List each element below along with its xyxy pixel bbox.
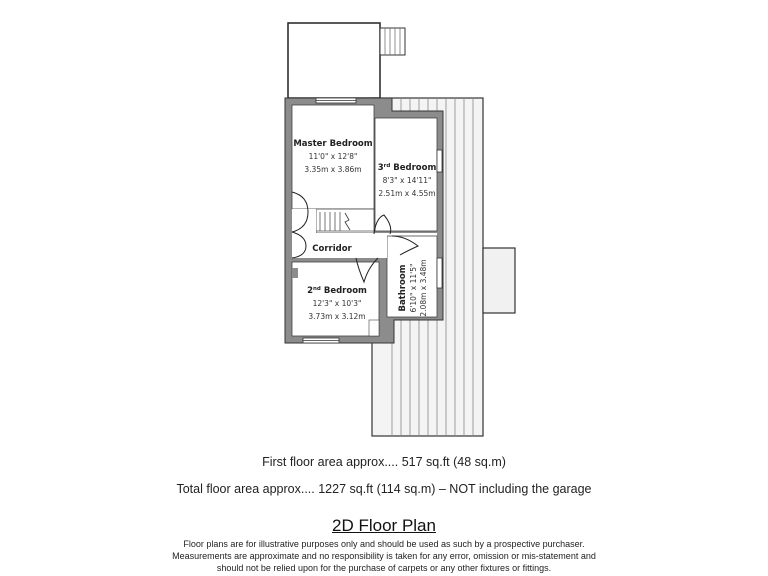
svg-text:6'10" x 11'5": 6'10" x 11'5" [409,264,418,313]
doors [291,191,419,284]
svg-text:Master Bedroom: Master Bedroom [293,139,372,149]
windows [302,97,443,344]
plan-title: 2D Floor Plan [332,516,436,535]
room-label-bathroom: Bathroom 6'10" x 11'5" 2.08m x 3.48m [398,259,428,316]
room-label-master-bedroom: Master Bedroom 11'0" x 12'8" 3.35m x 3.8… [293,139,372,174]
svg-text:2.08m x 3.48m: 2.08m x 3.48m [419,259,428,316]
disclaimer-line-1: Floor plans are for illustrative purpose… [183,539,585,549]
svg-text:11'0" x 12'8": 11'0" x 12'8" [309,152,358,161]
svg-text:2nd Bedroom: 2nd Bedroom [307,286,367,296]
room-label-3rd-bedroom: 3rd Bedroom 8'3" x 14'11" 2.51m x 4.55m [378,163,437,198]
svg-text:3.73m x 3.12m: 3.73m x 3.12m [308,312,365,321]
svg-text:Bathroom: Bathroom [398,264,408,311]
svg-text:8'3" x 14'11": 8'3" x 14'11" [383,176,432,185]
room-label-2nd-bedroom: 2nd Bedroom 12'3" x 10'3" 3.73m x 3.12m [307,286,367,321]
svg-text:3.35m x 3.86m: 3.35m x 3.86m [304,165,361,174]
room-label-corridor: Corridor [312,244,352,254]
bedroom2-closet [368,319,380,337]
floor-plan-drawing: Master Bedroom 11'0" x 12'8" 3.35m x 3.8… [284,22,516,437]
svg-text:12'3" x 10'3": 12'3" x 10'3" [313,299,362,308]
svg-text:2.51m x 4.55m: 2.51m x 4.55m [378,189,435,198]
ground-floor-outline [287,22,406,99]
disclaimer-line-3: should not be relied upon for the purcha… [216,563,552,573]
bedroom2-wall-stub [292,268,298,278]
disclaimer-line-2: Measurements are approximate and no resp… [172,551,596,561]
staircase [316,212,374,232]
svg-text:3rd Bedroom: 3rd Bedroom [378,163,437,173]
first-floor-area: First floor area approx.... 517 sq.ft (4… [262,455,506,469]
total-floor-area: Total floor area approx.... 1227 sq.ft (… [176,482,592,496]
first-floor-walls [284,97,444,344]
